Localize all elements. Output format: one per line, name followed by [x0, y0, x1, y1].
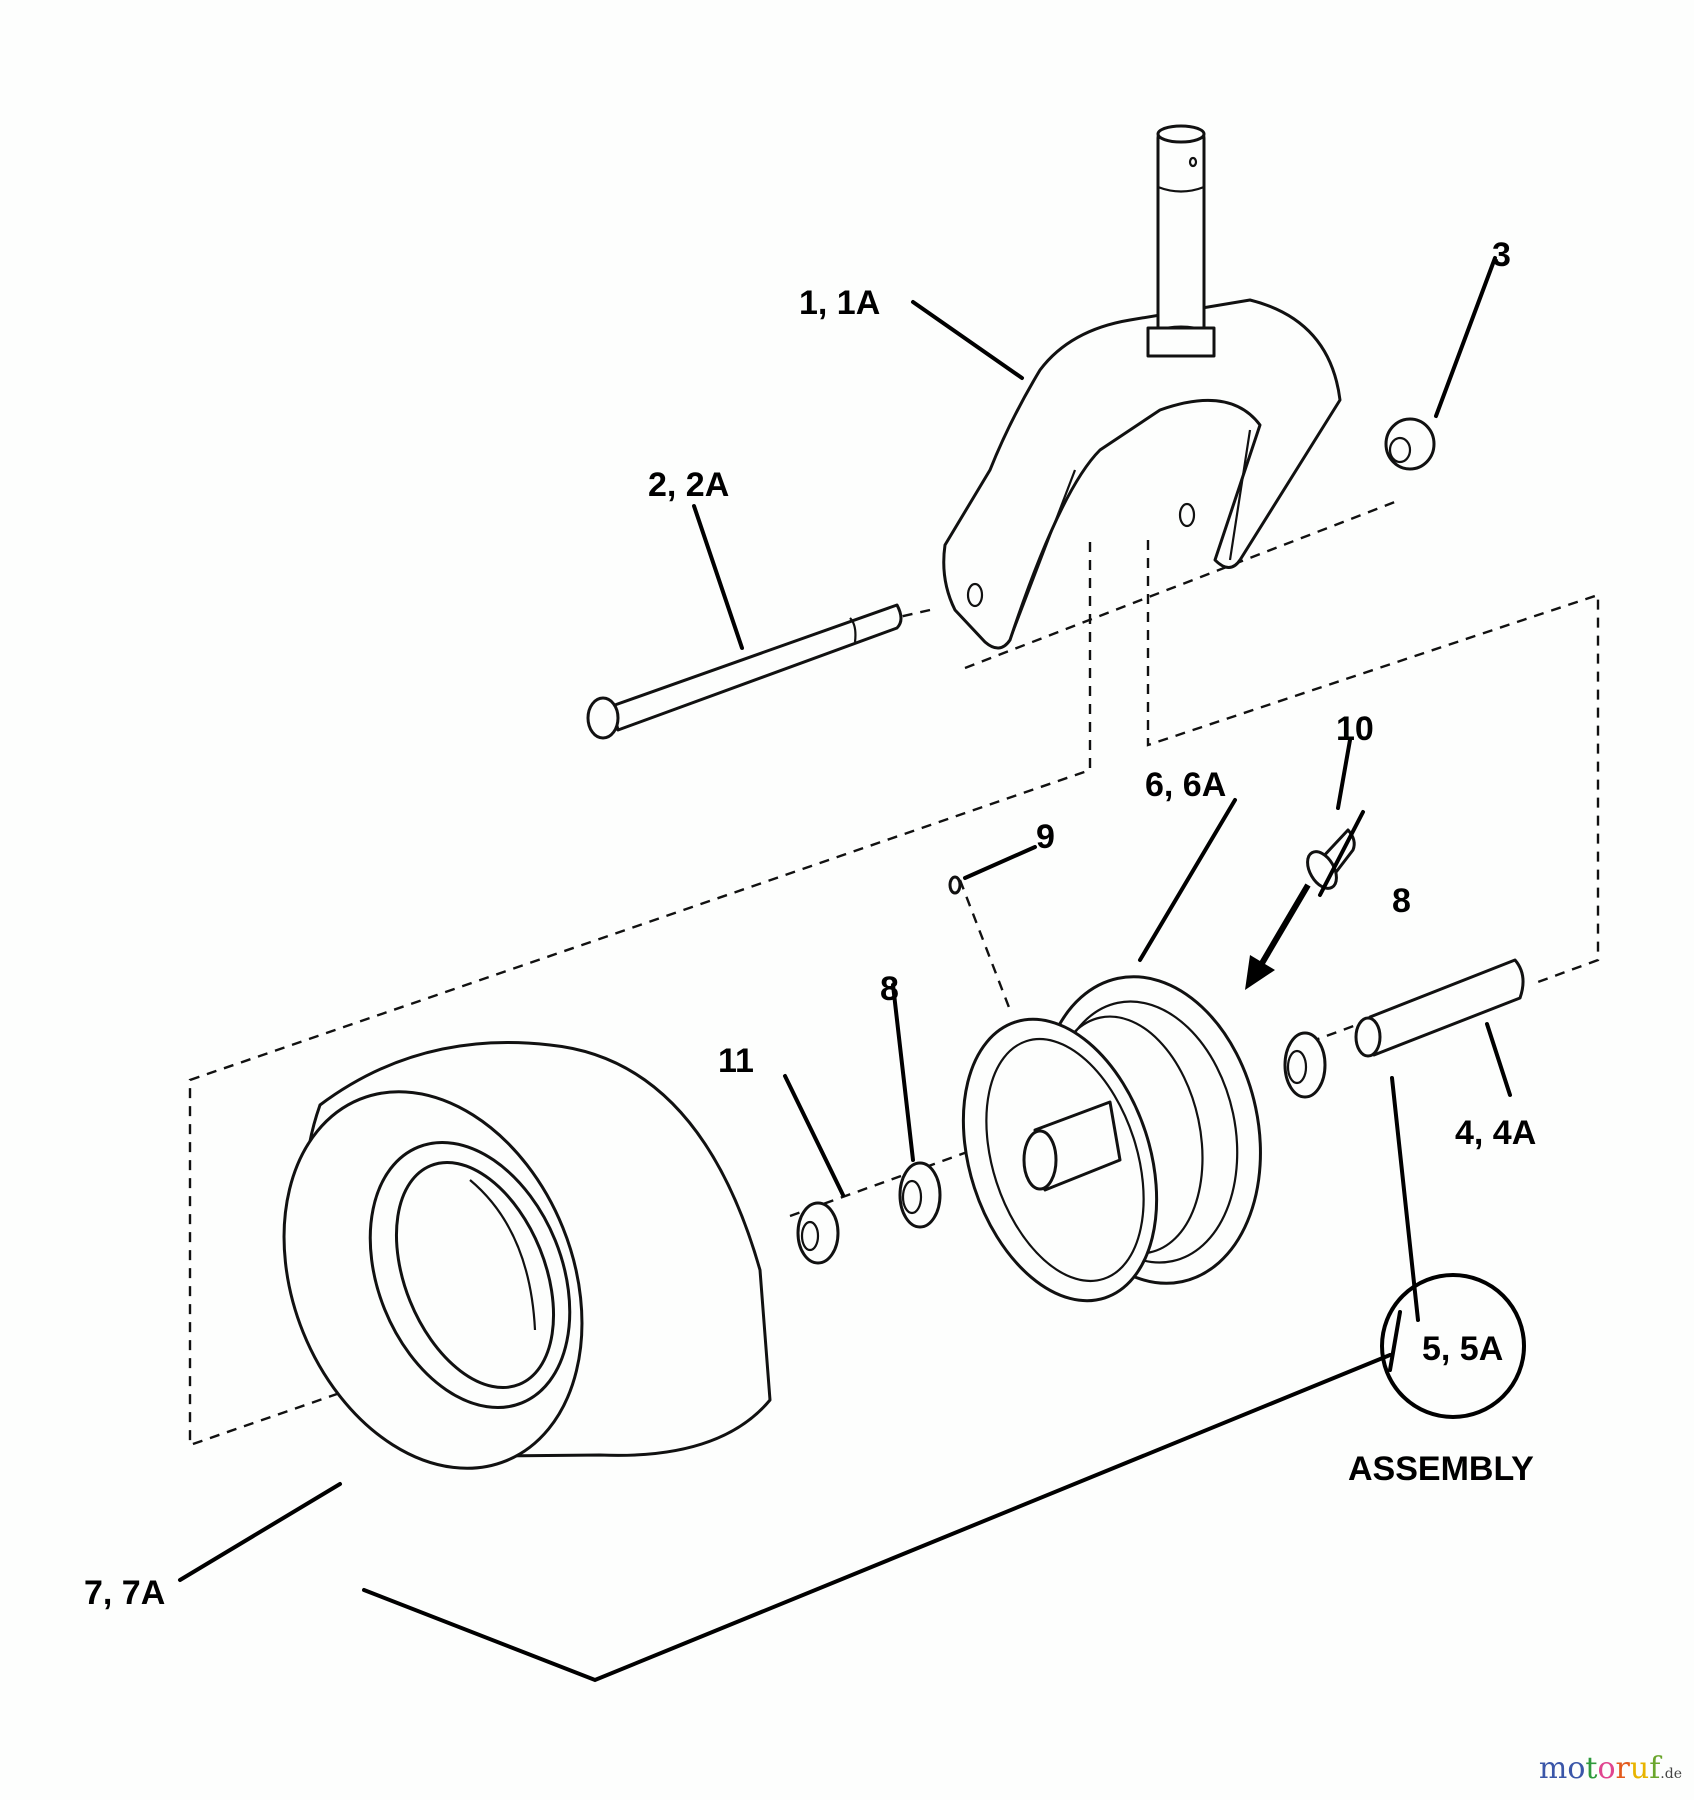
- tire-part[interactable]: [230, 1041, 772, 1514]
- callout-2-2a[interactable]: 2, 2A: [648, 466, 729, 504]
- watermark-letter: u: [1629, 1751, 1650, 1786]
- spacer-part[interactable]: [796, 1201, 840, 1265]
- watermark-letter: r: [1615, 1751, 1630, 1786]
- bearing-left-part[interactable]: [898, 1161, 942, 1229]
- bearing-right-part[interactable]: [1283, 1031, 1327, 1099]
- watermark-letter: t: [1585, 1751, 1598, 1786]
- callout-5-5a[interactable]: 5, 5A: [1422, 1330, 1503, 1368]
- watermark-tld: .de: [1660, 1766, 1682, 1782]
- lock-nut-part[interactable]: [1384, 417, 1436, 471]
- callout-6-6a[interactable]: 6, 6A: [1145, 766, 1226, 804]
- callout-8-left[interactable]: 8: [880, 970, 899, 1008]
- watermark-letter: f: [1649, 1751, 1661, 1786]
- watermark-letter: o: [1567, 1751, 1586, 1786]
- watermark-letter: m: [1538, 1751, 1568, 1786]
- watermark-letter: o: [1597, 1751, 1616, 1786]
- axle-bolt-part[interactable]: [586, 603, 903, 740]
- spacer-tube-part[interactable]: [1354, 958, 1525, 1058]
- install-arrow-icon: [1245, 883, 1311, 990]
- callout-4-4a[interactable]: 4, 4A: [1455, 1114, 1536, 1152]
- grease-fitting-part[interactable]: [948, 875, 962, 895]
- callout-3[interactable]: 3: [1492, 236, 1511, 274]
- callout-9[interactable]: 9: [1036, 818, 1055, 856]
- callout-11[interactable]: 11: [718, 1042, 754, 1080]
- motoruf-watermark-logo: motoruf.de: [1539, 1751, 1682, 1786]
- assembly-label: ASSEMBLY: [1348, 1450, 1534, 1488]
- callout-1-1a[interactable]: 1, 1A: [799, 284, 880, 322]
- callout-8-right[interactable]: 8: [1392, 882, 1411, 920]
- leader-lines: [178, 256, 1512, 1683]
- watermark-letters: motoruf: [1539, 1751, 1660, 1786]
- caster-fork-part[interactable]: [942, 124, 1342, 650]
- callout-10[interactable]: 10: [1336, 710, 1374, 748]
- callout-7-7a[interactable]: 7, 7A: [84, 1574, 165, 1612]
- assembly-callout-circle: [1380, 1273, 1526, 1419]
- rim-part[interactable]: [930, 956, 1288, 1326]
